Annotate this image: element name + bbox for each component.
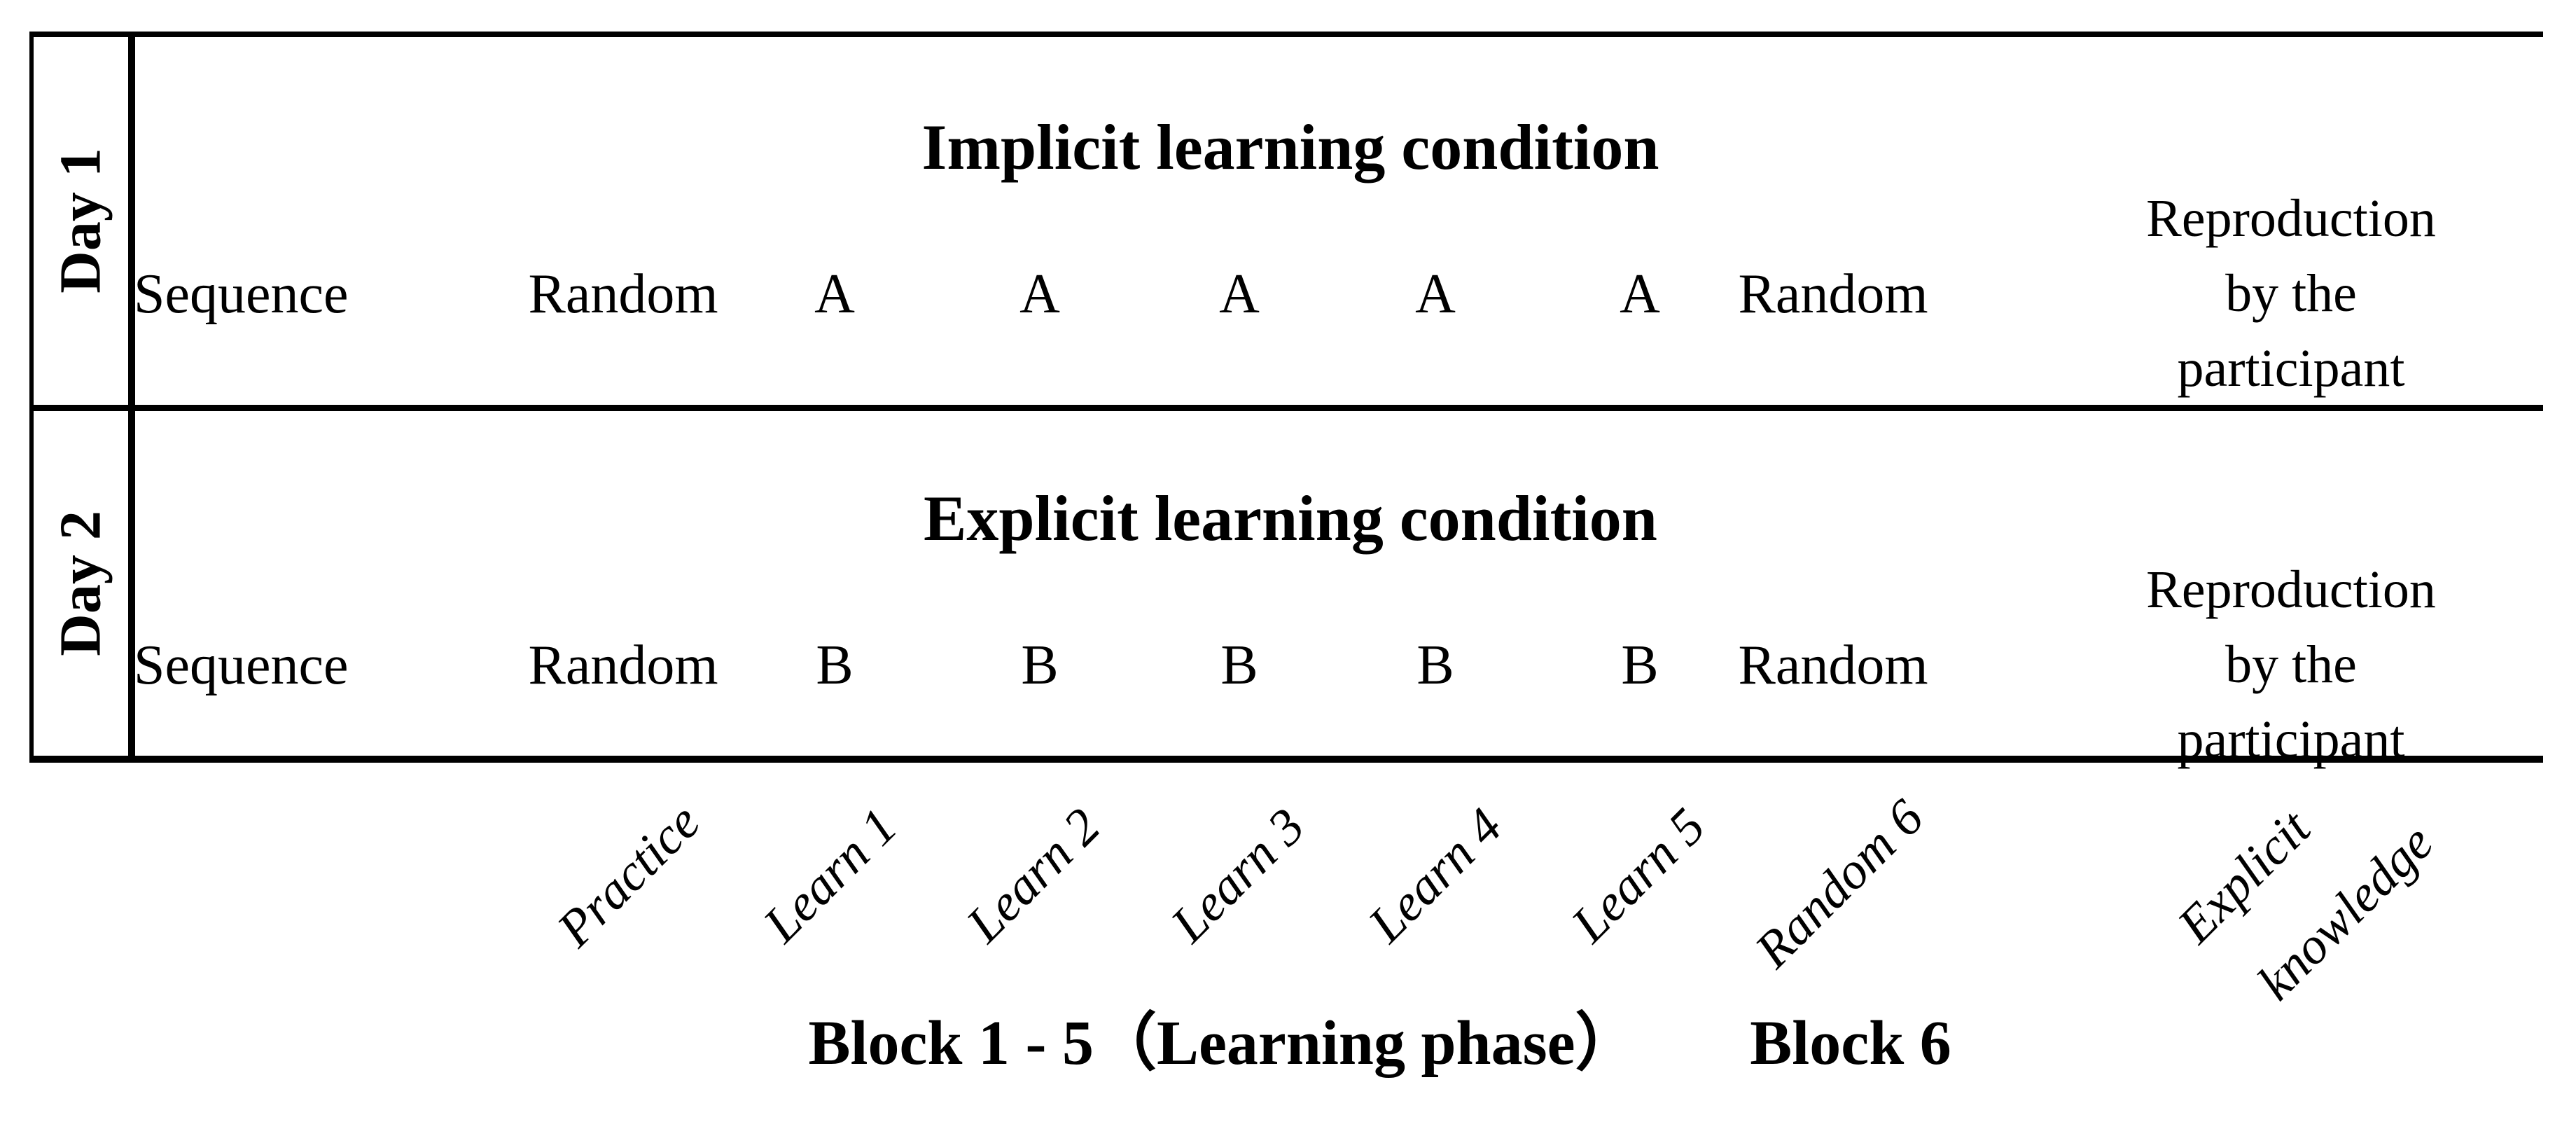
day1-condition-title: Implicit learning condition: [921, 111, 1659, 183]
block-label-learn2: Learn 2: [955, 797, 1112, 954]
day1-block-learn1: A: [814, 263, 855, 325]
day2-row-header: Day 2: [48, 511, 113, 656]
block-label-learn4: Learn 4: [1357, 797, 1514, 954]
day1-row-header: Day 1: [48, 148, 113, 293]
table-bottom-border: [29, 756, 2543, 763]
day1-block-learn5: A: [1620, 263, 1660, 325]
table-left-border: [29, 32, 34, 763]
day2-block-random6: Random: [1738, 635, 1928, 696]
day2-outcome-line3: participant: [2177, 710, 2405, 769]
block-label-random6: Random 6: [1744, 789, 1935, 979]
day1-outcome-text: Reproduction by the participant: [1990, 181, 2576, 406]
day2-block-learn2: B: [1021, 635, 1059, 696]
day2-block-learn1: B: [816, 635, 854, 696]
day2-outcome-line2: by the: [2225, 635, 2357, 694]
day1-block-learn4: A: [1415, 263, 1456, 325]
day1-outcome-line3: participant: [2177, 339, 2405, 398]
day1-outcome-line2: by the: [2225, 264, 2357, 323]
table-top-border: [29, 32, 2543, 37]
day1-block-random-start: Random: [528, 263, 718, 325]
day2-block-learn3: B: [1220, 635, 1258, 696]
caption-block6: Block 6: [1750, 1009, 1951, 1078]
day2-block-learn4: B: [1416, 635, 1454, 696]
day2-condition-title: Explicit learning condition: [924, 483, 1657, 554]
day-column-divider: [128, 32, 135, 763]
block-label-learn3: Learn 3: [1160, 797, 1316, 954]
day1-block-random6: Random: [1738, 263, 1928, 325]
day1-block-learn3: A: [1219, 263, 1260, 325]
block-label-learn5: Learn 5: [1560, 797, 1717, 954]
table-row-separator: [29, 405, 2543, 411]
day2-outcome-line1: Reproduction: [2146, 560, 2436, 619]
caption-learning-phase: Block 1 - 5（Learning phase）: [808, 1009, 1638, 1078]
day2-block-learn5: B: [1621, 635, 1659, 696]
day2-sequence-label: Sequence: [134, 635, 349, 696]
day2-outcome-text: Reproduction by the participant: [1990, 553, 2576, 777]
block-label-practice: Practice: [546, 793, 711, 958]
day1-outcome-line1: Reproduction: [2146, 189, 2436, 248]
day2-block-random-start: Random: [528, 635, 718, 696]
day1-block-learn2: A: [1019, 263, 1060, 325]
block-label-learn1: Learn 1: [752, 797, 909, 954]
day1-sequence-label: Sequence: [134, 263, 349, 325]
